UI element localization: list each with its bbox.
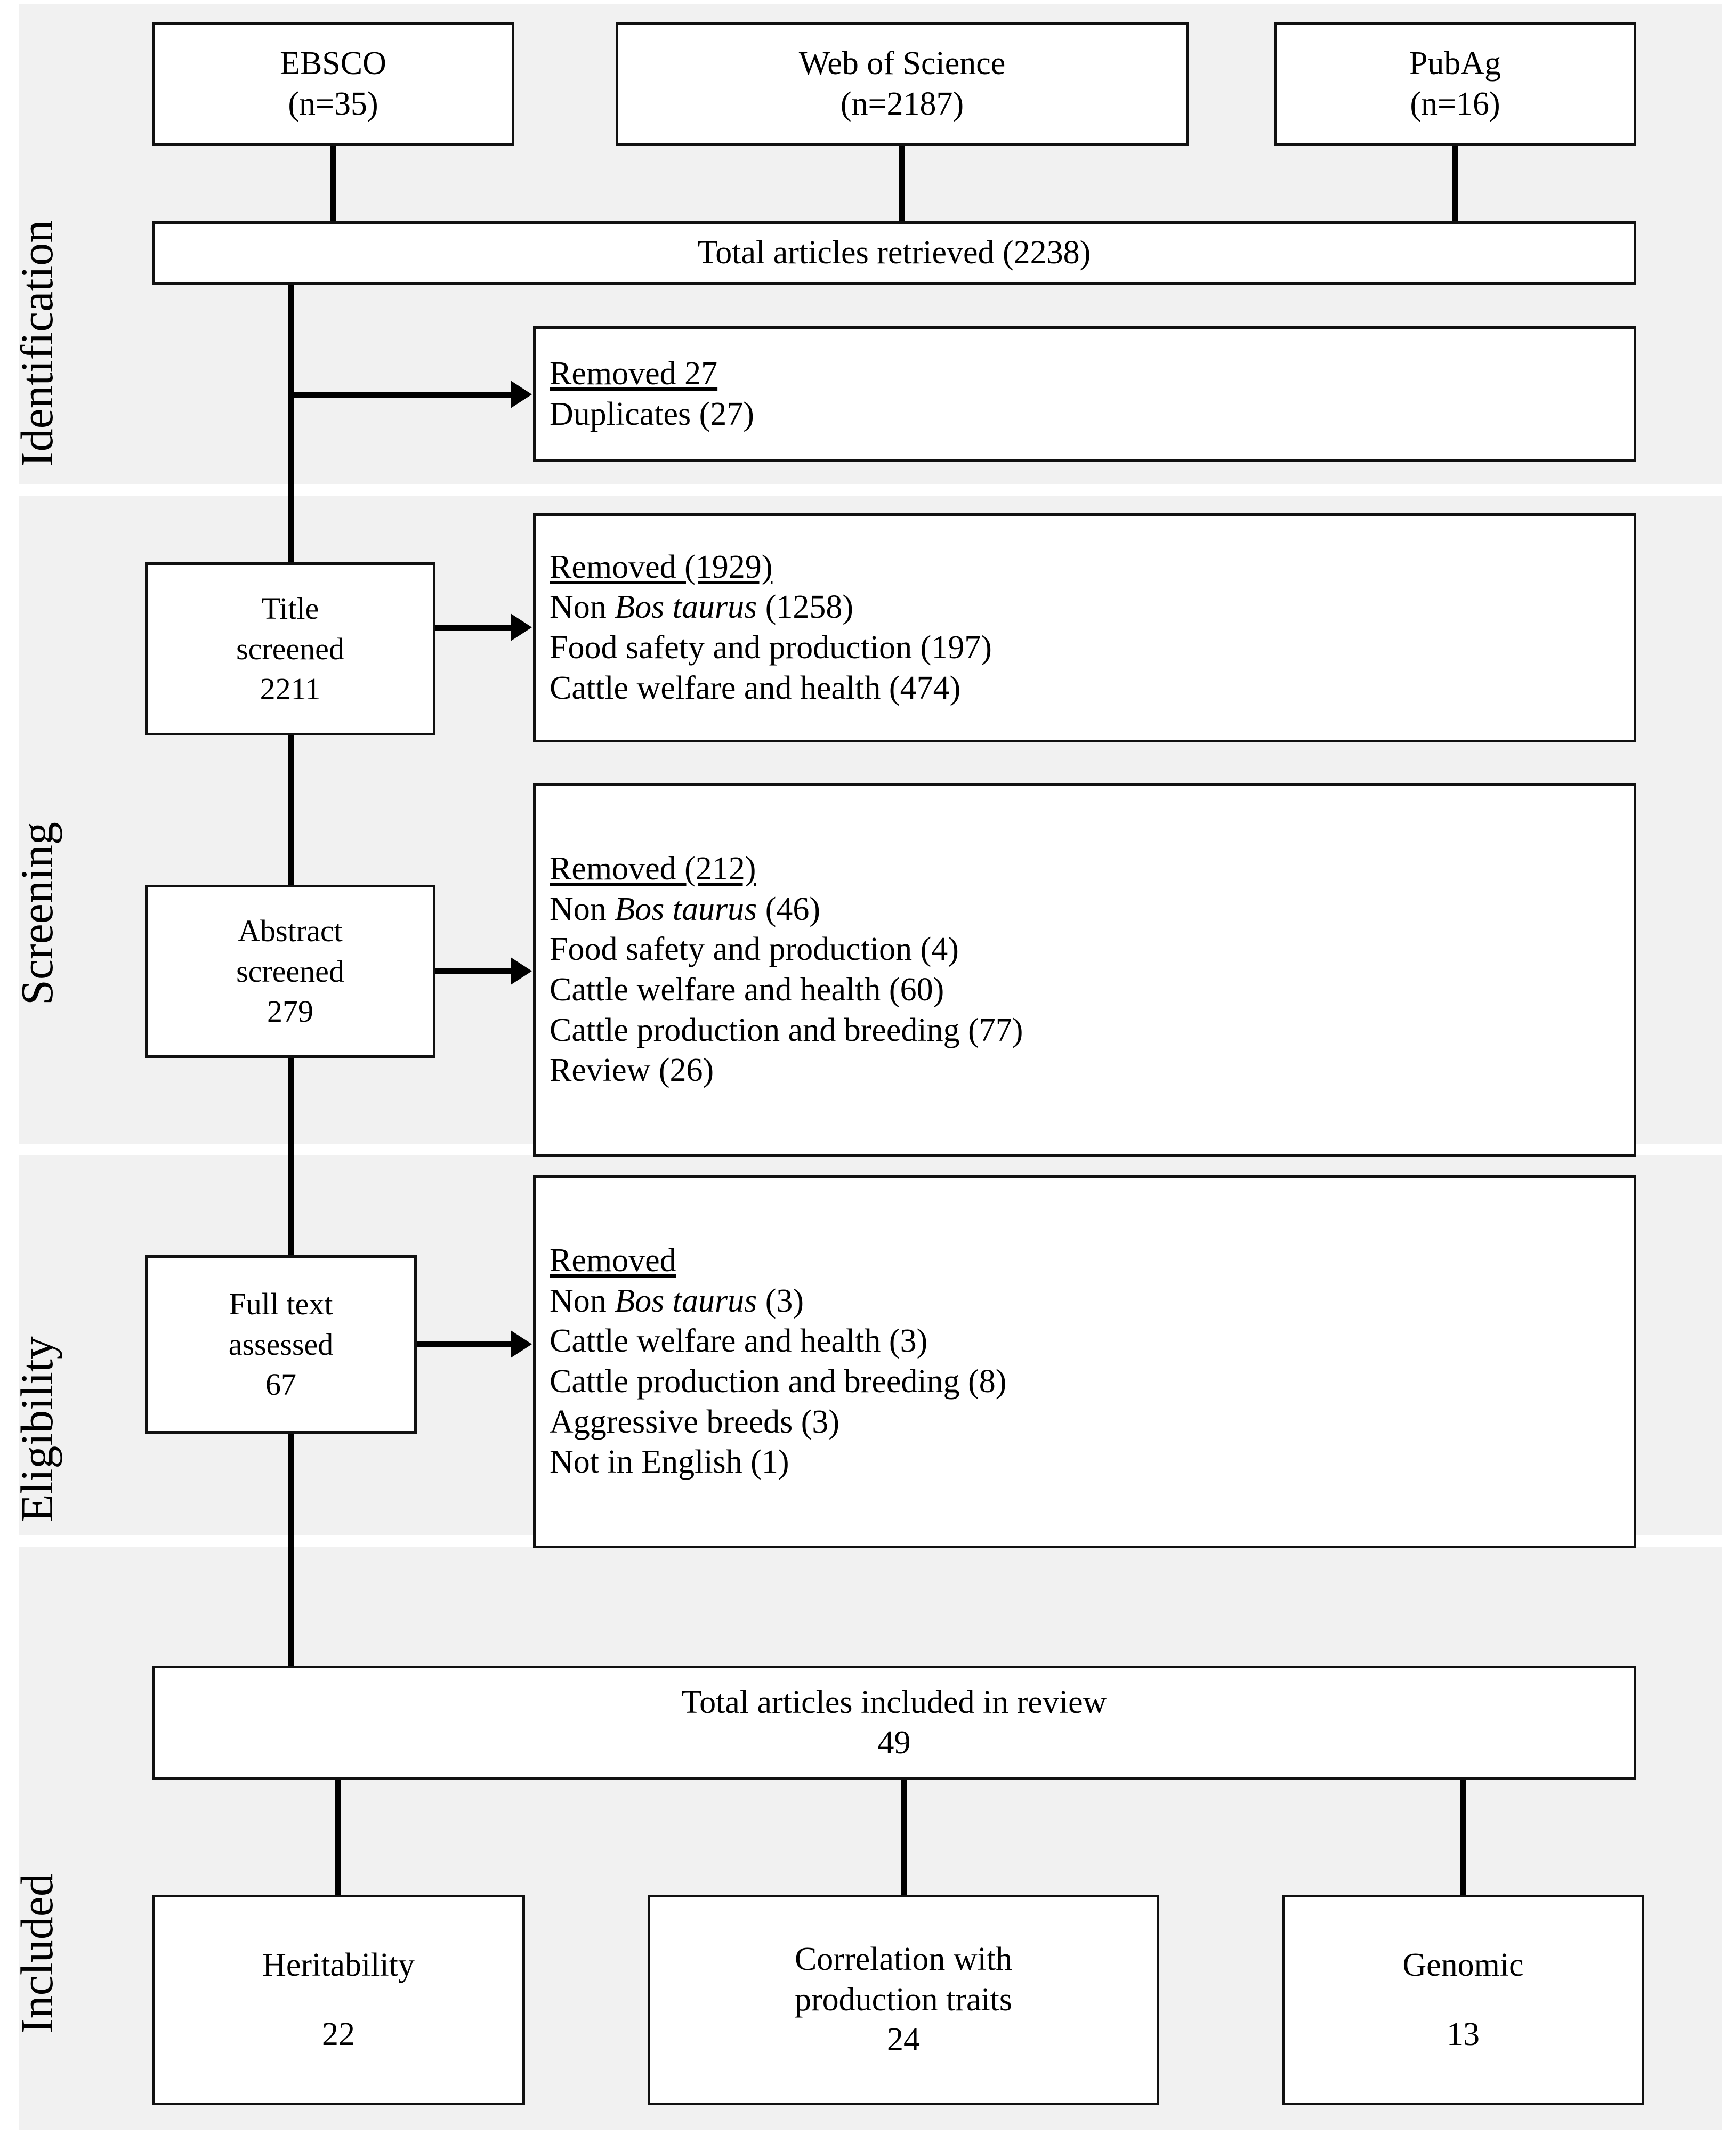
removed-at-title-item: Non Bos taurus (1258) [550, 589, 854, 626]
category-label-correlation-line2: production traits [794, 1981, 1013, 2018]
source-name-web-of-science: Web of Science [798, 45, 1006, 82]
removed-at-abstract-item: Food safety and production (4) [550, 931, 959, 968]
removed-at-fulltext-item: Aggressive breeds (3) [550, 1403, 840, 1440]
total-articles-included-count: 49 [877, 1724, 911, 1761]
connector-included-to-genomic [1460, 1780, 1466, 1895]
removed-at-abstract-item: Review (26) [550, 1052, 714, 1089]
connector-ebsco-to-total [330, 146, 336, 222]
abstract-screened-count: 279 [267, 994, 313, 1029]
removed-at-fulltext-item: Cattle welfare and health (3) [550, 1323, 928, 1360]
removed-at-fulltext-heading: Removed [550, 1242, 676, 1279]
removed-at-title-heading: Removed (1929) [550, 548, 773, 585]
stage-label-eligibility: Eligibility [11, 1336, 62, 1522]
total-articles-retrieved-box: Total articles retrieved (2238) [152, 221, 1636, 285]
source-name-pubag: PubAg [1409, 45, 1501, 82]
category-label-genomic: Genomic [1402, 1946, 1524, 1983]
stage-label-screening: Screening [11, 822, 62, 1005]
category-count-genomic: 13 [1447, 2016, 1480, 2052]
removed-duplicates-item: Duplicates (27) [550, 395, 754, 432]
removed-at-title-item: Food safety and production (197) [550, 629, 992, 666]
title-screened-line2: screened [236, 631, 344, 666]
stage-label-included: Included [11, 1873, 62, 2034]
connector-included-to-correlation [901, 1780, 907, 1895]
category-count-heritability: 22 [322, 2016, 355, 2052]
connector-pubag-to-total [1452, 146, 1458, 222]
arrowhead-fulltext-removed [511, 1330, 532, 1358]
category-box-heritability: Heritability 22 [152, 1895, 525, 2105]
removed-duplicates-box: Removed 27 Duplicates (27) [533, 326, 1636, 462]
removed-at-fulltext-item: Cattle production and breeding (8) [550, 1363, 1007, 1400]
removed-at-abstract-item: Non Bos taurus (46) [550, 891, 821, 927]
connector-branch-fulltext-removed [417, 1341, 512, 1347]
fulltext-assessed-count: 67 [265, 1367, 296, 1402]
title-screened-count: 2211 [260, 672, 321, 707]
abstract-screened-line1: Abstract [238, 914, 343, 949]
fulltext-assessed-line2: assessed [228, 1327, 334, 1362]
total-articles-retrieved-label: Total articles retrieved (2238) [697, 235, 1091, 271]
removed-duplicates-heading: Removed 27 [550, 355, 718, 392]
source-count-web-of-science: (n=2187) [840, 86, 964, 122]
category-box-correlation: Correlation with production traits 24 [648, 1895, 1159, 2105]
total-articles-included-label: Total articles included in review [681, 1684, 1107, 1720]
total-articles-included-box: Total articles included in review 49 [152, 1666, 1636, 1780]
source-box-pubag: PubAg (n=16) [1274, 22, 1636, 146]
abstract-screened-line2: screened [236, 953, 344, 989]
source-box-web-of-science: Web of Science (n=2187) [616, 22, 1189, 146]
removed-at-abstract-item: Cattle welfare and health (60) [550, 972, 944, 1008]
removed-at-fulltext-box: Removed Non Bos taurus (3) Cattle welfar… [533, 1175, 1636, 1548]
fulltext-assessed-line1: Full text [229, 1287, 333, 1322]
arrowhead-title-removed [511, 613, 532, 641]
title-screened-box: Title screened 2211 [145, 562, 435, 735]
connector-branch-title-removed [435, 625, 512, 630]
source-name-ebsco: EBSCO [280, 45, 386, 82]
connector-wos-to-total [899, 146, 905, 222]
title-screened-line1: Title [261, 591, 319, 626]
removed-at-fulltext-item: Non Bos taurus (3) [550, 1282, 804, 1319]
removed-at-abstract-heading: Removed (212) [550, 851, 756, 887]
removed-at-abstract-item: Cattle production and breeding (77) [550, 1012, 1023, 1048]
category-box-genomic: Genomic 13 [1282, 1895, 1644, 2105]
abstract-screened-box: Abstract screened 279 [145, 885, 435, 1058]
source-count-ebsco: (n=35) [288, 86, 378, 122]
removed-at-abstract-box: Removed (212) Non Bos taurus (46) Food s… [533, 783, 1636, 1157]
category-count-correlation: 24 [887, 2022, 920, 2058]
removed-at-title-box: Removed (1929) Non Bos taurus (1258) Foo… [533, 513, 1636, 742]
fulltext-assessed-box: Full text assessed 67 [145, 1255, 417, 1434]
removed-at-title-item: Cattle welfare and health (474) [550, 669, 961, 706]
arrowhead-duplicates [511, 381, 532, 408]
arrowhead-abstract-removed [511, 957, 532, 985]
category-label-heritability: Heritability [262, 1946, 415, 1983]
connector-branch-abstract-removed [435, 968, 512, 974]
category-label-correlation-line1: Correlation with [794, 1941, 1013, 1978]
connector-branch-duplicates [288, 392, 512, 398]
source-box-ebsco: EBSCO (n=35) [152, 22, 514, 146]
source-count-pubag: (n=16) [1410, 86, 1500, 122]
stage-label-identification: Identification [11, 220, 62, 467]
removed-at-fulltext-item: Not in English (1) [550, 1444, 789, 1481]
connector-included-to-heritability [335, 1780, 341, 1895]
